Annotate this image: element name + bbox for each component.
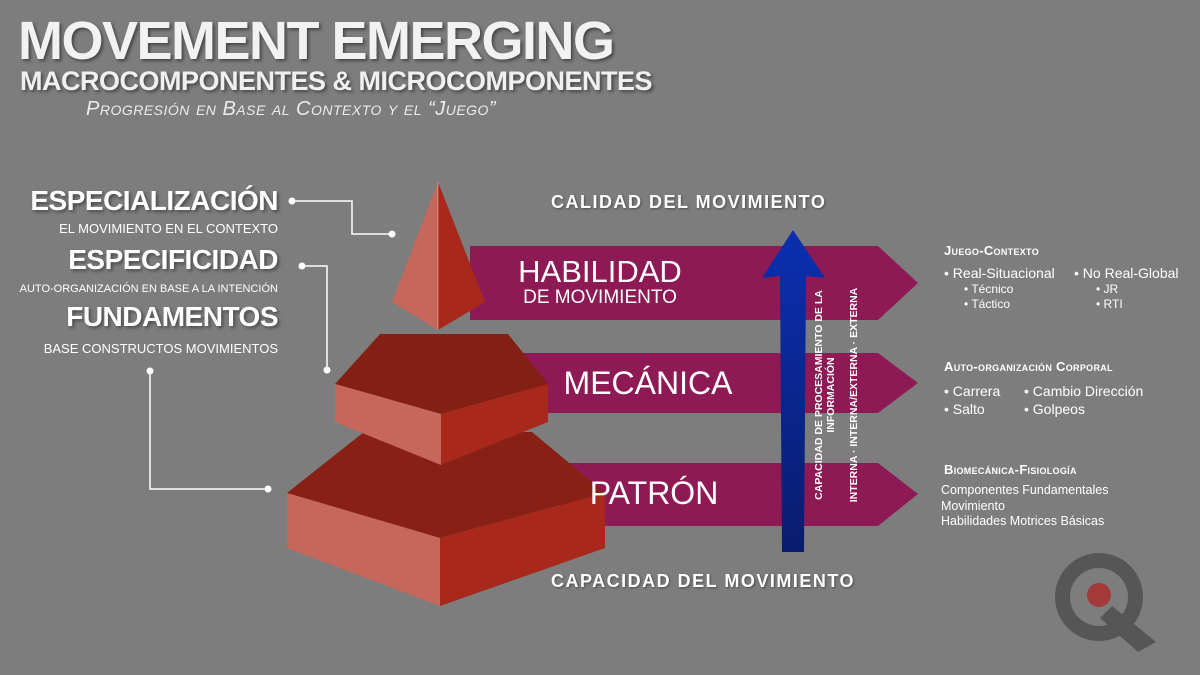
connector-fundamentos xyxy=(149,371,268,490)
band-arrow-mecanica xyxy=(520,353,918,413)
juego-jr: • JR xyxy=(1096,282,1119,296)
tagline: Progresión en Base al Contexto y el “Jue… xyxy=(86,98,497,120)
band-arrow-patron xyxy=(560,463,918,526)
level-desc-fundamentos: BASE CONSTRUCTOS MOVIMIENTOS xyxy=(43,341,278,356)
connector-dots xyxy=(146,197,396,493)
band-label-habilidad: HABILIDAD DE MOVIMIENTO xyxy=(505,256,695,307)
auto-carrera: • Carrera xyxy=(944,383,1001,399)
pyramid-tier-middle xyxy=(335,334,548,465)
band-label-patron: PATRÓN xyxy=(589,475,719,511)
main-title: MOVEMENT EMERGING xyxy=(18,11,615,71)
rti-text: RTI xyxy=(1103,297,1123,311)
biomecanica-heading: Biomecánica-Fisiología xyxy=(944,462,1077,477)
band-label-mecanica: MECÁNICA xyxy=(563,365,733,401)
tecnico-text: Técnico xyxy=(971,282,1014,296)
juego-rti: • RTI xyxy=(1096,297,1123,311)
no-real-global-text: No Real-Global xyxy=(1082,265,1179,281)
level-desc-especializacion: EL MOVIMIENTO EN EL CONTEXTO xyxy=(59,221,278,236)
band-habilidad-line1: HABILIDAD xyxy=(518,254,682,289)
juego-tecnico: • Técnico xyxy=(964,282,1014,296)
bio-line-3: Habilidades Motrices Básicas xyxy=(941,514,1105,528)
carrera-text: Carrera xyxy=(952,383,1001,399)
connector-especializacion xyxy=(292,200,392,235)
auto-golpeos: • Golpeos xyxy=(1024,401,1085,417)
juego-tactico: • Táctico xyxy=(964,297,1011,311)
bio-line-1: Componentes Fundamentales xyxy=(941,483,1109,497)
connector-especificidad xyxy=(302,265,328,370)
arrow-label-line1: CAPACIDAD DE PROCESAMIENTO DE LA xyxy=(813,290,825,500)
auto-organizacion-heading: Auto-organización Corporal xyxy=(944,359,1113,374)
real-situacional-text: Real-Situacional xyxy=(952,265,1055,281)
auto-cambio-direccion: • Cambio Dirección xyxy=(1024,383,1144,399)
q-logo-icon xyxy=(1055,553,1156,652)
tactico-text: Táctico xyxy=(971,297,1011,311)
subtitle: MACROCOMPONENTES & MICROCOMPONENTES xyxy=(20,66,653,96)
pyramid-tier-bottom xyxy=(287,432,605,606)
pyramid-tier-top xyxy=(392,182,485,330)
connector-lines xyxy=(149,200,392,490)
level-title-fundamentos: FUNDAMENTOS xyxy=(66,301,278,332)
salto-text: Salto xyxy=(952,401,985,417)
jr-text: JR xyxy=(1103,282,1119,296)
arrow-label-line2: INFORMACIÓN xyxy=(824,357,837,432)
level-title-especificidad: ESPECIFICIDAD xyxy=(68,244,278,275)
juego-no-real-global: • No Real-Global xyxy=(1074,265,1179,281)
bio-line-2: Movimiento xyxy=(941,499,1005,513)
juego-contexto-heading: Juego-Contexto xyxy=(944,243,1039,258)
auto-salto: • Salto xyxy=(944,401,985,417)
band-habilidad-line2: DE MOVIMIENTO xyxy=(523,287,677,308)
juego-real-situacional: • Real-Situacional xyxy=(944,265,1055,281)
golpeos-text: Golpeos xyxy=(1032,401,1085,417)
arrow-label-line3: INTERNA · INTERNA/EXTERNA · EXTERNA xyxy=(848,287,860,502)
level-desc-especificidad: AUTO-ORGANIZACIÓN EN BASE A LA INTENCIÓN xyxy=(19,283,278,295)
capacity-label: CAPACIDAD DEL MOVIMIENTO xyxy=(551,571,856,591)
level-title-especializacion: ESPECIALIZACIÓN xyxy=(30,185,278,216)
processing-arrow xyxy=(762,230,825,552)
quality-label: CALIDAD DEL MOVIMIENTO xyxy=(551,192,827,212)
cambio-direccion-text: Cambio Dirección xyxy=(1032,383,1144,399)
